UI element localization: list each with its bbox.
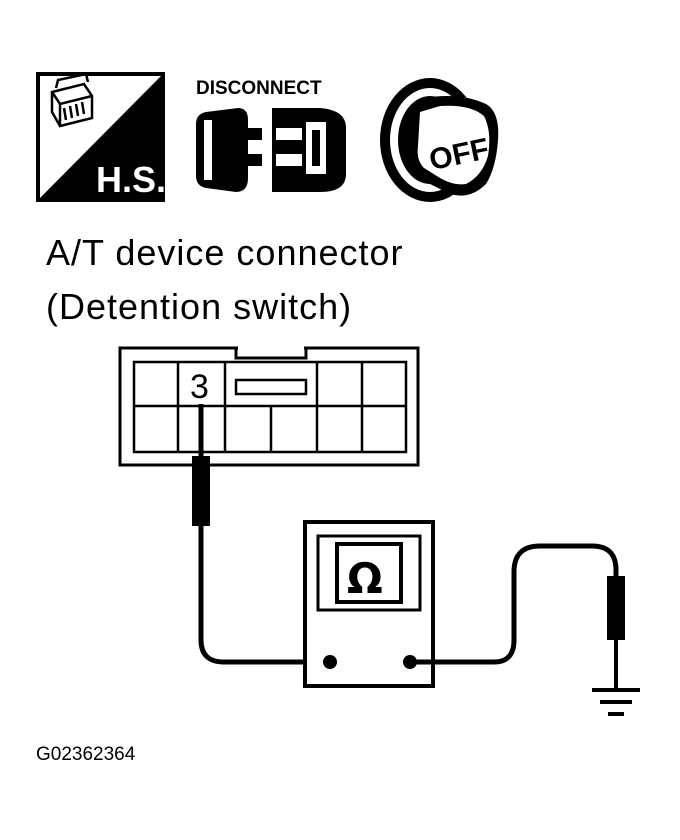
probe-lead-terminal-3 [192, 404, 330, 665]
connector-face: 3 [118, 346, 420, 467]
disconnect-label: DISCONNECT [196, 78, 322, 99]
terminal-3-label: 3 [190, 368, 209, 406]
disconnect-connector-icon: DISCONNECT [196, 78, 346, 192]
figure-id: G02362364 [36, 744, 136, 765]
ohm-symbol: Ω [347, 554, 383, 603]
harness-side-label: H.S. [96, 159, 166, 200]
ground-symbol-icon [592, 688, 640, 716]
harness-side-icon: H.S. [36, 72, 166, 202]
probe-lead-ground [410, 543, 625, 690]
title-line-2: (Detention switch) [46, 286, 353, 327]
ignition-key-off-icon: OFF [380, 78, 499, 202]
ohmmeter-icon: Ω [303, 520, 435, 688]
title-line-1: A/T device connector [46, 232, 404, 273]
